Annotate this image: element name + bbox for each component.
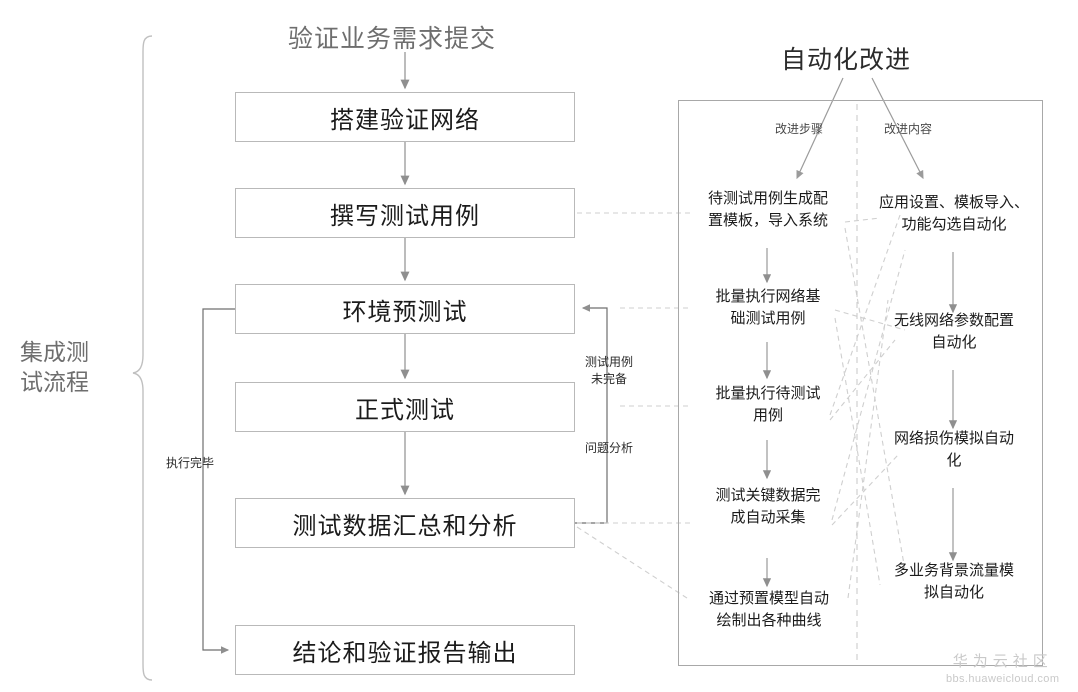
edge-label-execution-done: 执行完毕	[165, 456, 214, 470]
integration-brace	[132, 35, 153, 681]
step-item-batch-network-basic-cases: 批量执行网络基 础测试用例	[715, 288, 821, 327]
watermark: 华为云社区 bbs.huaweicloud.com	[946, 650, 1059, 685]
automation-panel	[678, 100, 1043, 666]
content-item-wireless-param-config: 无线网络参数配置 自动化	[893, 312, 1014, 351]
process-box-write-test-cases[interactable]: 撰写测试用例	[235, 188, 575, 238]
process-box-conclusion-report-output[interactable]: 结论和验证报告输出	[235, 625, 575, 675]
process-box-environment-pretest[interactable]: 环境预测试	[235, 284, 575, 334]
integration-process-label: 集成测 试流程	[20, 339, 89, 395]
step-item-auto-plot-curves: 通过预置模型自动 绘制出各种曲线	[708, 590, 829, 629]
column-header-improvement-steps: 改进步骤	[775, 122, 824, 136]
process-box-data-summary-analysis[interactable]: 测试数据汇总和分析	[235, 498, 575, 548]
column-header-improvement-content: 改进内容	[884, 122, 933, 136]
feedback-loop-left	[202, 308, 235, 654]
edge-label-problem-analysis: 问题分析	[584, 441, 633, 455]
step-item-generate-config-template: 待测试用例生成配 置模板，导入系统	[707, 190, 828, 229]
flow-entry-title: 验证业务需求提交	[288, 25, 497, 53]
step-item-batch-pending-cases: 批量执行待测试 用例	[715, 385, 821, 424]
step-item-auto-collect-key-data: 测试关键数据完 成自动采集	[715, 487, 821, 526]
edge-label-cases-incomplete: 测试用例 未完备	[584, 355, 633, 386]
process-box-build-verification-network[interactable]: 搭建验证网络	[235, 92, 575, 142]
process-box-formal-test[interactable]: 正式测试	[235, 382, 575, 432]
content-item-multi-service-traffic-sim: 多业务背景流量模 拟自动化	[893, 562, 1014, 601]
watermark-sub-text: bbs.huaweicloud.com	[946, 673, 1060, 685]
automation-panel-title: 自动化改进	[781, 46, 912, 74]
content-item-app-settings-template-import: 应用设置、模板导入、 功能勾选自动化	[878, 194, 1029, 233]
content-item-network-impairment-sim: 网络损伤模拟自动 化	[893, 430, 1014, 469]
watermark-main-text: 华为云社区	[952, 653, 1053, 670]
feedback-loop-right	[575, 304, 608, 524]
